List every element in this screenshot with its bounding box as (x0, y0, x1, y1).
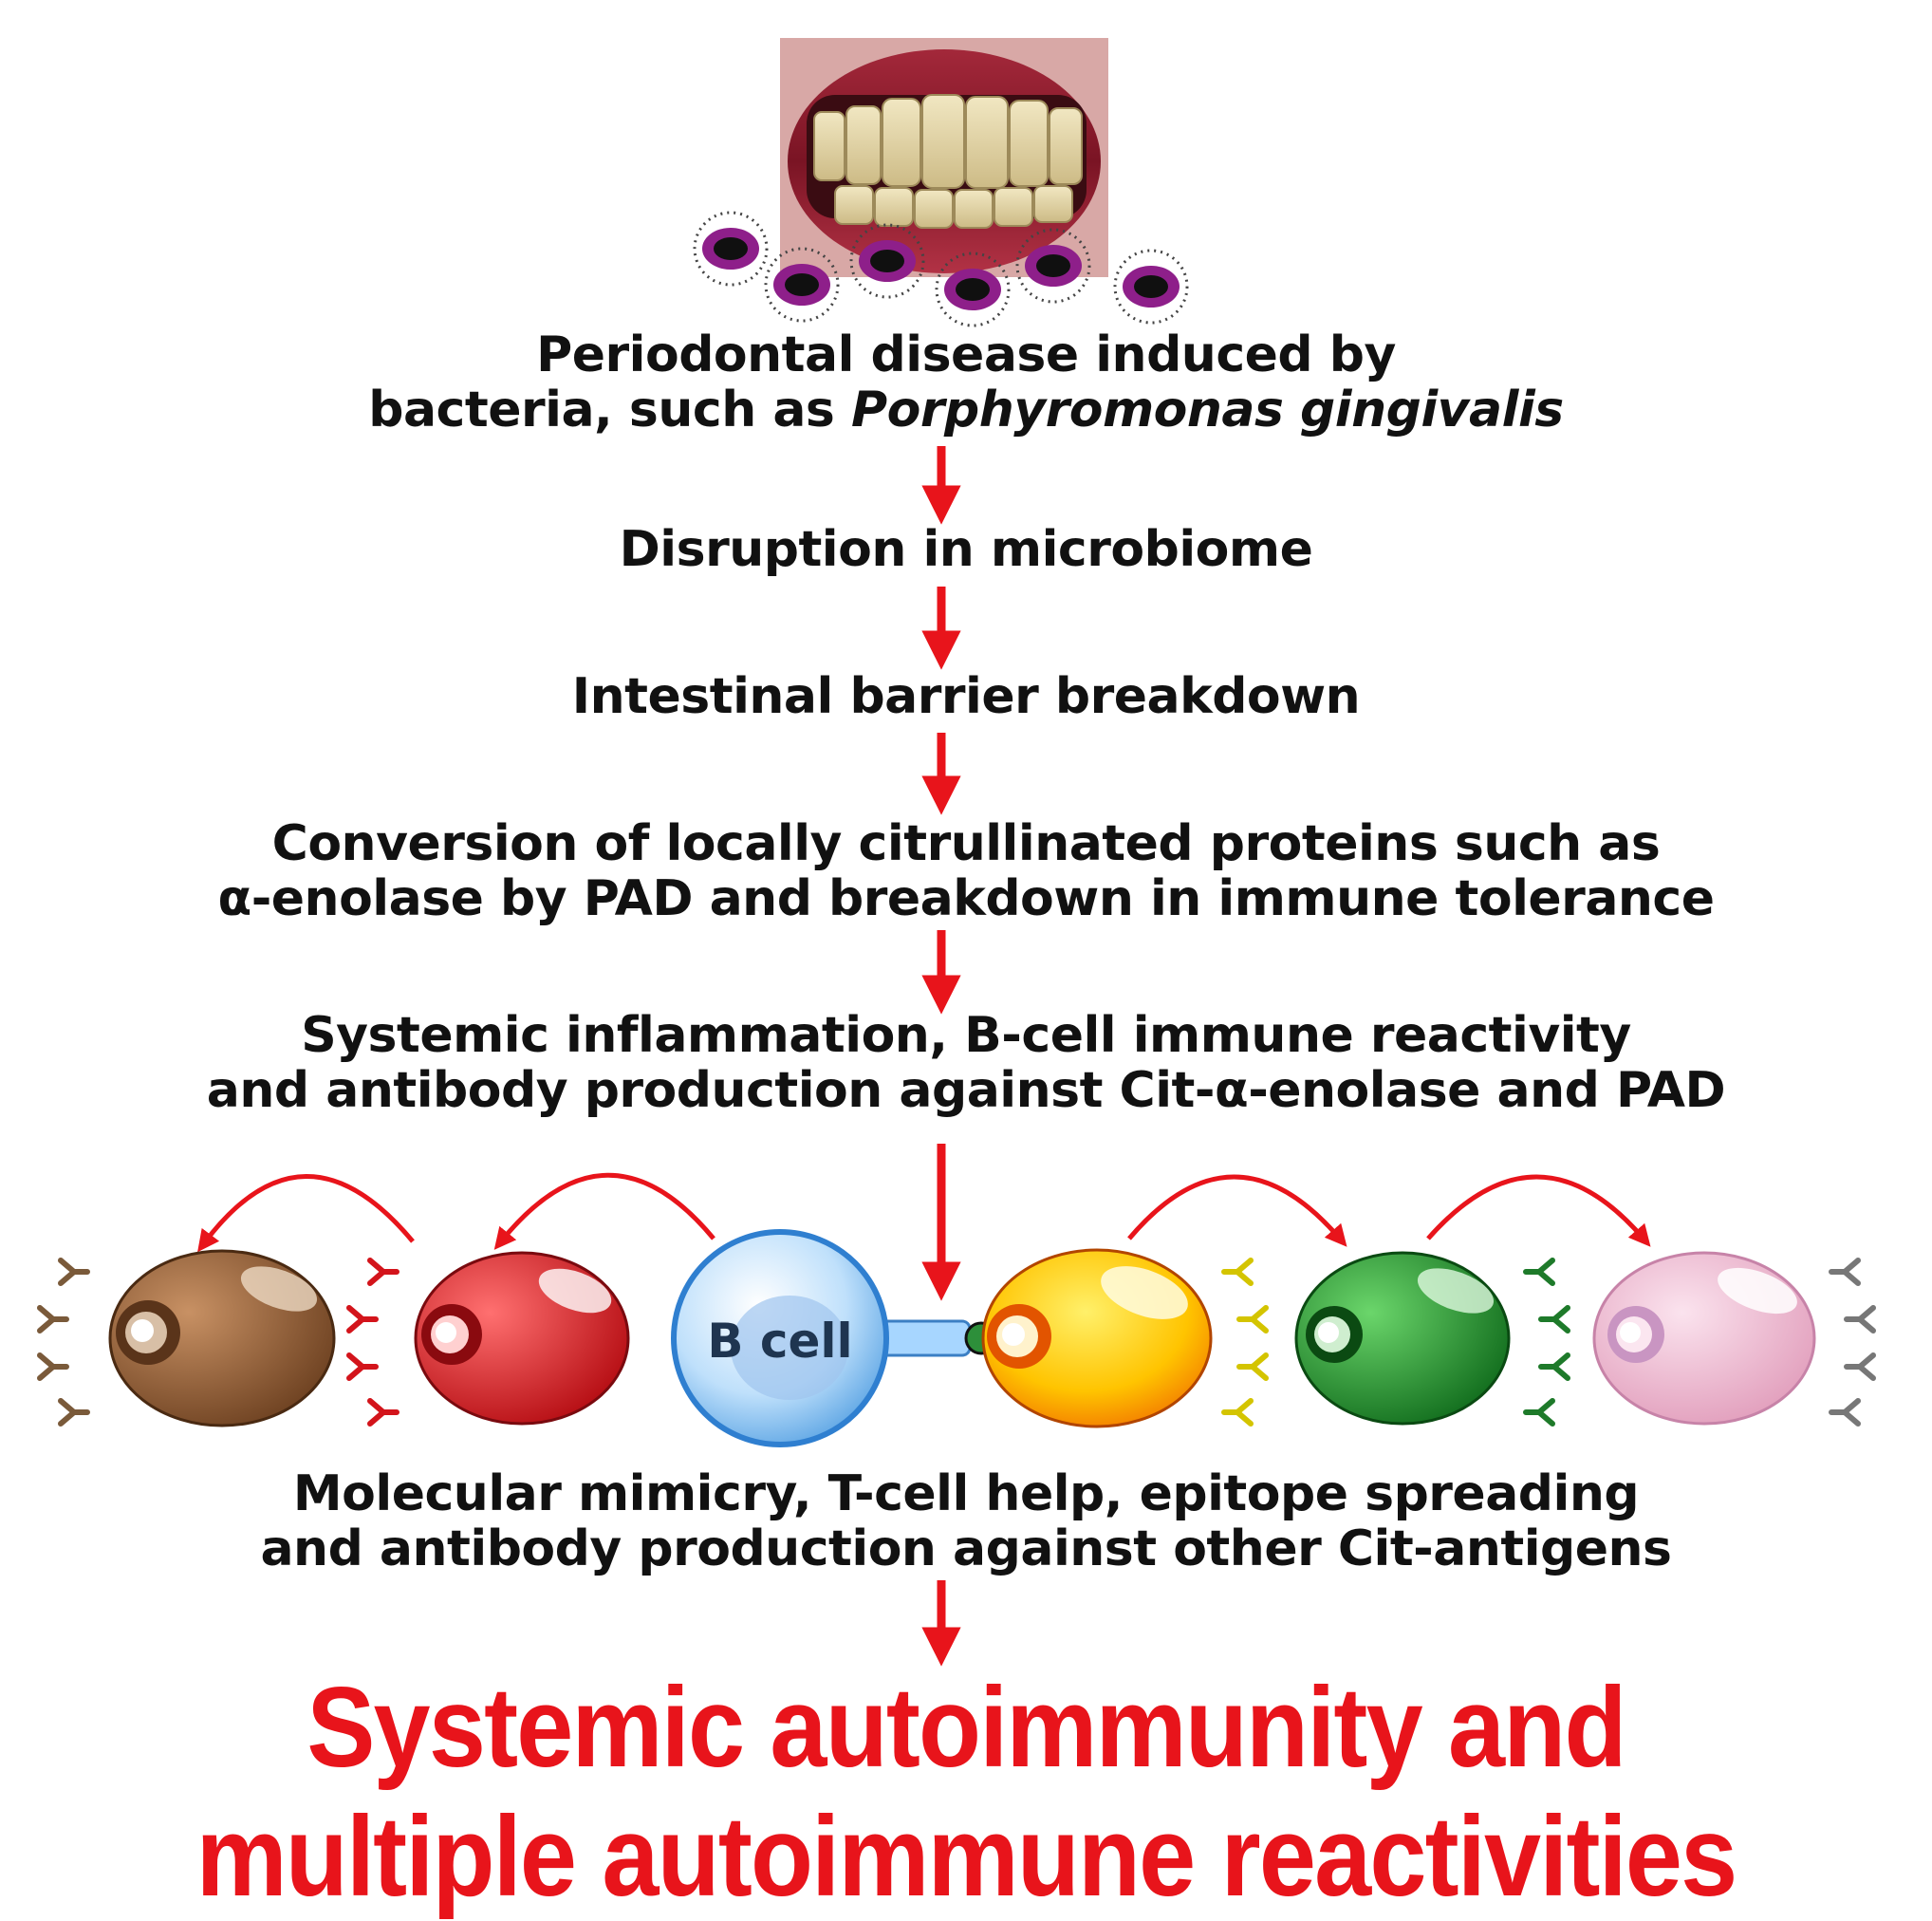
antibody-icon (1523, 1398, 1555, 1427)
cell-brown (108, 1249, 336, 1427)
step-line: α-enolase by PAD and breakdown in immune… (217, 870, 1715, 927)
b-cell (671, 1229, 1019, 1447)
antibody-icon (37, 1305, 69, 1334)
antibody-icon (1221, 1258, 1254, 1286)
antibody-icon (367, 1258, 399, 1286)
antibodies-red (346, 1258, 399, 1427)
antibody-icon (1523, 1258, 1555, 1286)
step-microbiome: Disruption in microbiome (0, 522, 1932, 577)
conclusion: Systemic autoimmunity and multiple autoi… (97, 1663, 1835, 1921)
antibody-icon (346, 1305, 379, 1334)
step-periodontal: Periodontal disease induced by bacteria,… (0, 327, 1932, 438)
bacterium-icon (764, 247, 840, 323)
cell-yellow (981, 1248, 1213, 1428)
step-text: bacteria, such as (368, 382, 851, 438)
b-cell-label: B cell (707, 1314, 852, 1369)
curved-arrow (1426, 1174, 1651, 1247)
step-line: Periodontal disease induced by (536, 326, 1396, 383)
antibody-icon (1538, 1352, 1570, 1381)
antibody-icon (367, 1398, 399, 1427)
step-line: Intestinal barrier breakdown (571, 668, 1361, 725)
antibody-icon (1236, 1352, 1269, 1381)
antibodies-yellow (1221, 1258, 1269, 1427)
antibody-icon (1538, 1305, 1570, 1334)
bacteria-group (693, 211, 1189, 327)
conclusion-line: multiple autoimmune reactivities (195, 1793, 1738, 1920)
curved-arrow (1127, 1174, 1347, 1247)
antibody-icon (1829, 1398, 1861, 1427)
teeth-photo (780, 38, 1108, 277)
antibody-icon (1221, 1398, 1254, 1427)
bacterium-icon (693, 211, 769, 287)
antibodies-brown (37, 1258, 90, 1427)
step-line: Disruption in microbiome (619, 521, 1313, 578)
step-line: and antibody production against other Ci… (260, 1520, 1672, 1577)
curved-arrow (493, 1172, 715, 1250)
cell-red (414, 1251, 630, 1426)
bacteria-name: Porphyromonas gingivalis (850, 382, 1564, 438)
antibody-icon (37, 1352, 69, 1381)
step-citrullination: Conversion of locally citrullinated prot… (0, 816, 1932, 926)
step-line: and antibody production against Cit-α-en… (206, 1062, 1726, 1119)
step-barrier: Intestinal barrier breakdown (0, 669, 1932, 724)
bacterium-icon (1113, 249, 1189, 325)
antibody-icon (1829, 1258, 1861, 1286)
antibody-icon (58, 1398, 90, 1427)
bacterium-icon (1015, 228, 1091, 304)
antibodies-gray (1829, 1258, 1876, 1427)
curved-arrow (197, 1174, 415, 1253)
step-line: Conversion of locally citrullinated prot… (271, 815, 1661, 872)
step-molecular-mimicry: Molecular mimicry, T-cell help, epitope … (0, 1466, 1932, 1576)
cell-pink (1592, 1251, 1816, 1426)
step-line: bacteria, such as Porphyromonas gingival… (0, 382, 1932, 438)
bacterium-icon (935, 252, 1011, 327)
antibody-icon (1844, 1305, 1876, 1334)
conclusion-line: Systemic autoimmunity and (307, 1664, 1626, 1791)
step-line: Systemic inflammation, B-cell immune rea… (301, 1007, 1631, 1064)
spreading-arrows (197, 1172, 1651, 1253)
bacterium-icon (849, 223, 925, 299)
antibody-icon (1844, 1352, 1876, 1381)
antibody-icon (346, 1352, 379, 1381)
antibody-icon (1236, 1305, 1269, 1334)
antibodies-green (1523, 1258, 1570, 1427)
step-systemic-inflammation: Systemic inflammation, B-cell immune rea… (0, 1008, 1932, 1118)
step-line: Molecular mimicry, T-cell help, epitope … (292, 1465, 1640, 1522)
cell-green (1294, 1251, 1511, 1426)
antibody-icon (58, 1258, 90, 1286)
